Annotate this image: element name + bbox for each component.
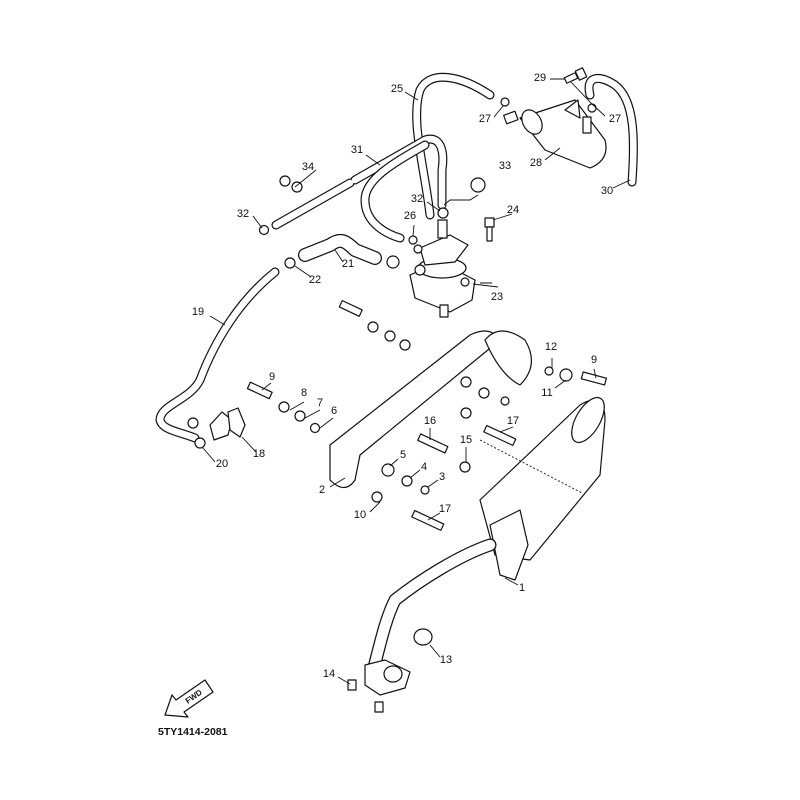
nut-14b (374, 701, 384, 713)
callout-29: 29 (534, 72, 546, 84)
small-parts (187, 300, 607, 531)
clamp-22 (284, 257, 296, 269)
callout-18: 18 (253, 448, 265, 460)
leader-lines (202, 78, 631, 685)
fuel-pump-23 (409, 219, 476, 318)
bolt-24 (484, 217, 495, 242)
clamp-22b (386, 255, 400, 269)
callout-7: 7 (317, 397, 323, 409)
bracket-2 (329, 330, 532, 489)
clamp-32b (437, 207, 449, 219)
callout-27: 27 (479, 113, 491, 125)
callout-32b: 32 (411, 193, 423, 205)
callout-21: 21 (342, 258, 354, 270)
hose-25 (412, 72, 495, 220)
callout-5: 5 (400, 449, 406, 461)
filter-28 (503, 99, 607, 169)
callout-4: 4 (421, 461, 427, 473)
callout-15: 15 (460, 434, 472, 446)
callout-13: 13 (440, 654, 452, 666)
callout-2: 2 (319, 484, 325, 496)
hose-31 (271, 134, 448, 243)
clamp-27 (500, 97, 510, 107)
callout-34: 34 (302, 161, 314, 173)
clamp-26 (408, 235, 418, 245)
callout-17: 17 (507, 415, 519, 427)
callout-8: 8 (301, 387, 307, 399)
clamp-34 (279, 175, 303, 193)
bolt-29 (563, 67, 588, 84)
callout-25: 25 (391, 83, 403, 95)
callout-20: 20 (216, 458, 228, 470)
callout-6: 6 (331, 405, 337, 417)
nut-14 (347, 679, 357, 691)
hose-19 (155, 267, 280, 443)
callout-3: 3 (439, 471, 445, 483)
hose-30 (584, 74, 638, 187)
callout-17b: 17 (439, 503, 451, 515)
callout-14: 14 (323, 668, 335, 680)
muffler-1 (364, 396, 606, 696)
callout-26: 26 (404, 210, 416, 222)
callout-12: 12 (545, 341, 557, 353)
callout-23: 23 (491, 291, 503, 303)
gasket-13 (413, 628, 433, 646)
clamp-33 (470, 177, 486, 193)
callout-22: 22 (309, 274, 321, 286)
callout-27b: 27 (609, 113, 621, 125)
callout-32: 32 (237, 208, 249, 220)
callout-16: 16 (424, 415, 436, 427)
callout-9b: 9 (591, 354, 597, 366)
callout-9: 9 (269, 371, 275, 383)
callout-11: 11 (541, 387, 552, 399)
diagram-code: 5TY1414-2081 (158, 726, 228, 738)
callout-19: 19 (192, 306, 204, 318)
fwd-arrow-icon: FWD (164, 679, 214, 718)
callout-33: 33 (499, 160, 511, 172)
callout-31: 31 (351, 144, 363, 156)
callout-1: 1 (519, 582, 525, 594)
callouts: 1 2 3 4 5 6 7 8 9 9 10 11 12 13 14 15 16… (192, 72, 621, 680)
clamp-27b (587, 103, 597, 113)
callout-10: 10 (354, 509, 366, 521)
callout-30: 30 (601, 185, 613, 197)
callout-28: 28 (530, 157, 542, 169)
callout-24: 24 (507, 204, 519, 216)
hose-21 (298, 233, 382, 265)
